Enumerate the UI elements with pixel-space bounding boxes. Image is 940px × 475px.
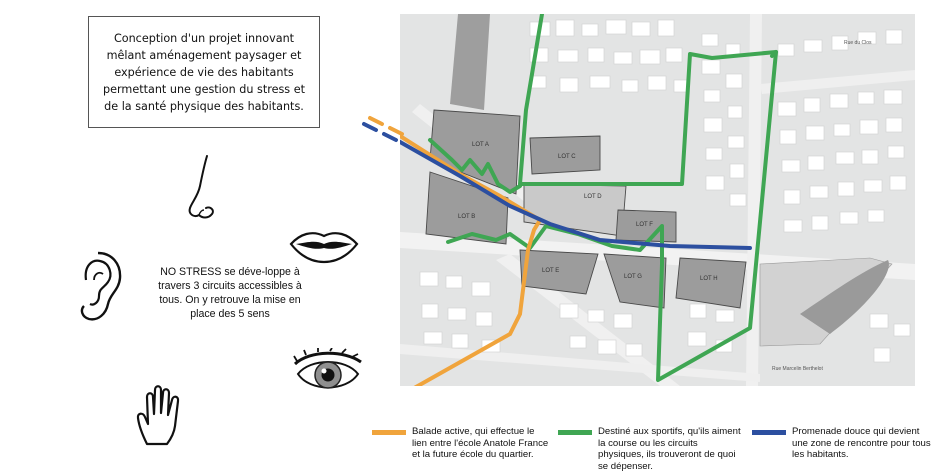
lot-c-shape (529, 135, 601, 175)
lot-c-label: LOT C (558, 154, 576, 160)
lot-h-label: LOT H (700, 276, 718, 282)
lot-b-label: LOT B (458, 214, 475, 220)
legend-green-text: Destiné aux sportifs, qu'ils aiment la c… (598, 426, 741, 472)
green-circuit (428, 14, 778, 382)
blue-circuit (400, 139, 752, 250)
street-label-2: Rue Marcelin Berthelot (772, 366, 823, 372)
stress-description: NO STRESS se déve-loppe à travers 3 circ… (150, 265, 310, 321)
eye-icon (293, 348, 362, 389)
lot-h-shape (675, 257, 747, 309)
intro-text: Conception d'un projet innovant mêlant a… (103, 31, 305, 113)
orange-swatch (372, 430, 406, 435)
lot-e-label: LOT E (542, 268, 559, 274)
lot-g-label: LOT G (624, 274, 642, 280)
path-extensions (362, 116, 404, 142)
blue-swatch (752, 430, 786, 435)
ear-icon (80, 251, 122, 321)
intro-text-box: Conception d'un projet innovant mêlant a… (88, 16, 320, 128)
legend-blue-text: Promenade douce qui devient une zone de … (792, 426, 931, 461)
lot-e-shape (519, 249, 599, 295)
mouth-icon (289, 232, 359, 264)
lot-d-label: LOT D (584, 194, 602, 200)
street-label-1: Rue du Clos (844, 40, 872, 46)
lot-g-shape (603, 253, 667, 309)
orange-circuit (400, 133, 543, 386)
nose-icon (188, 155, 214, 219)
hand-icon (136, 385, 180, 446)
legend-orange-text: Balade active, qui effectue le lien entr… (412, 426, 549, 461)
stress-text: NO STRESS se déve-loppe à travers 3 circ… (158, 266, 302, 320)
lot-a-label: LOT A (472, 142, 489, 148)
green-swatch (558, 430, 592, 435)
site-plan-map: LOT A LOT B LOT C LOT D LOT E LOT F LOT … (400, 14, 915, 386)
lot-f-label: LOT F (636, 222, 653, 228)
